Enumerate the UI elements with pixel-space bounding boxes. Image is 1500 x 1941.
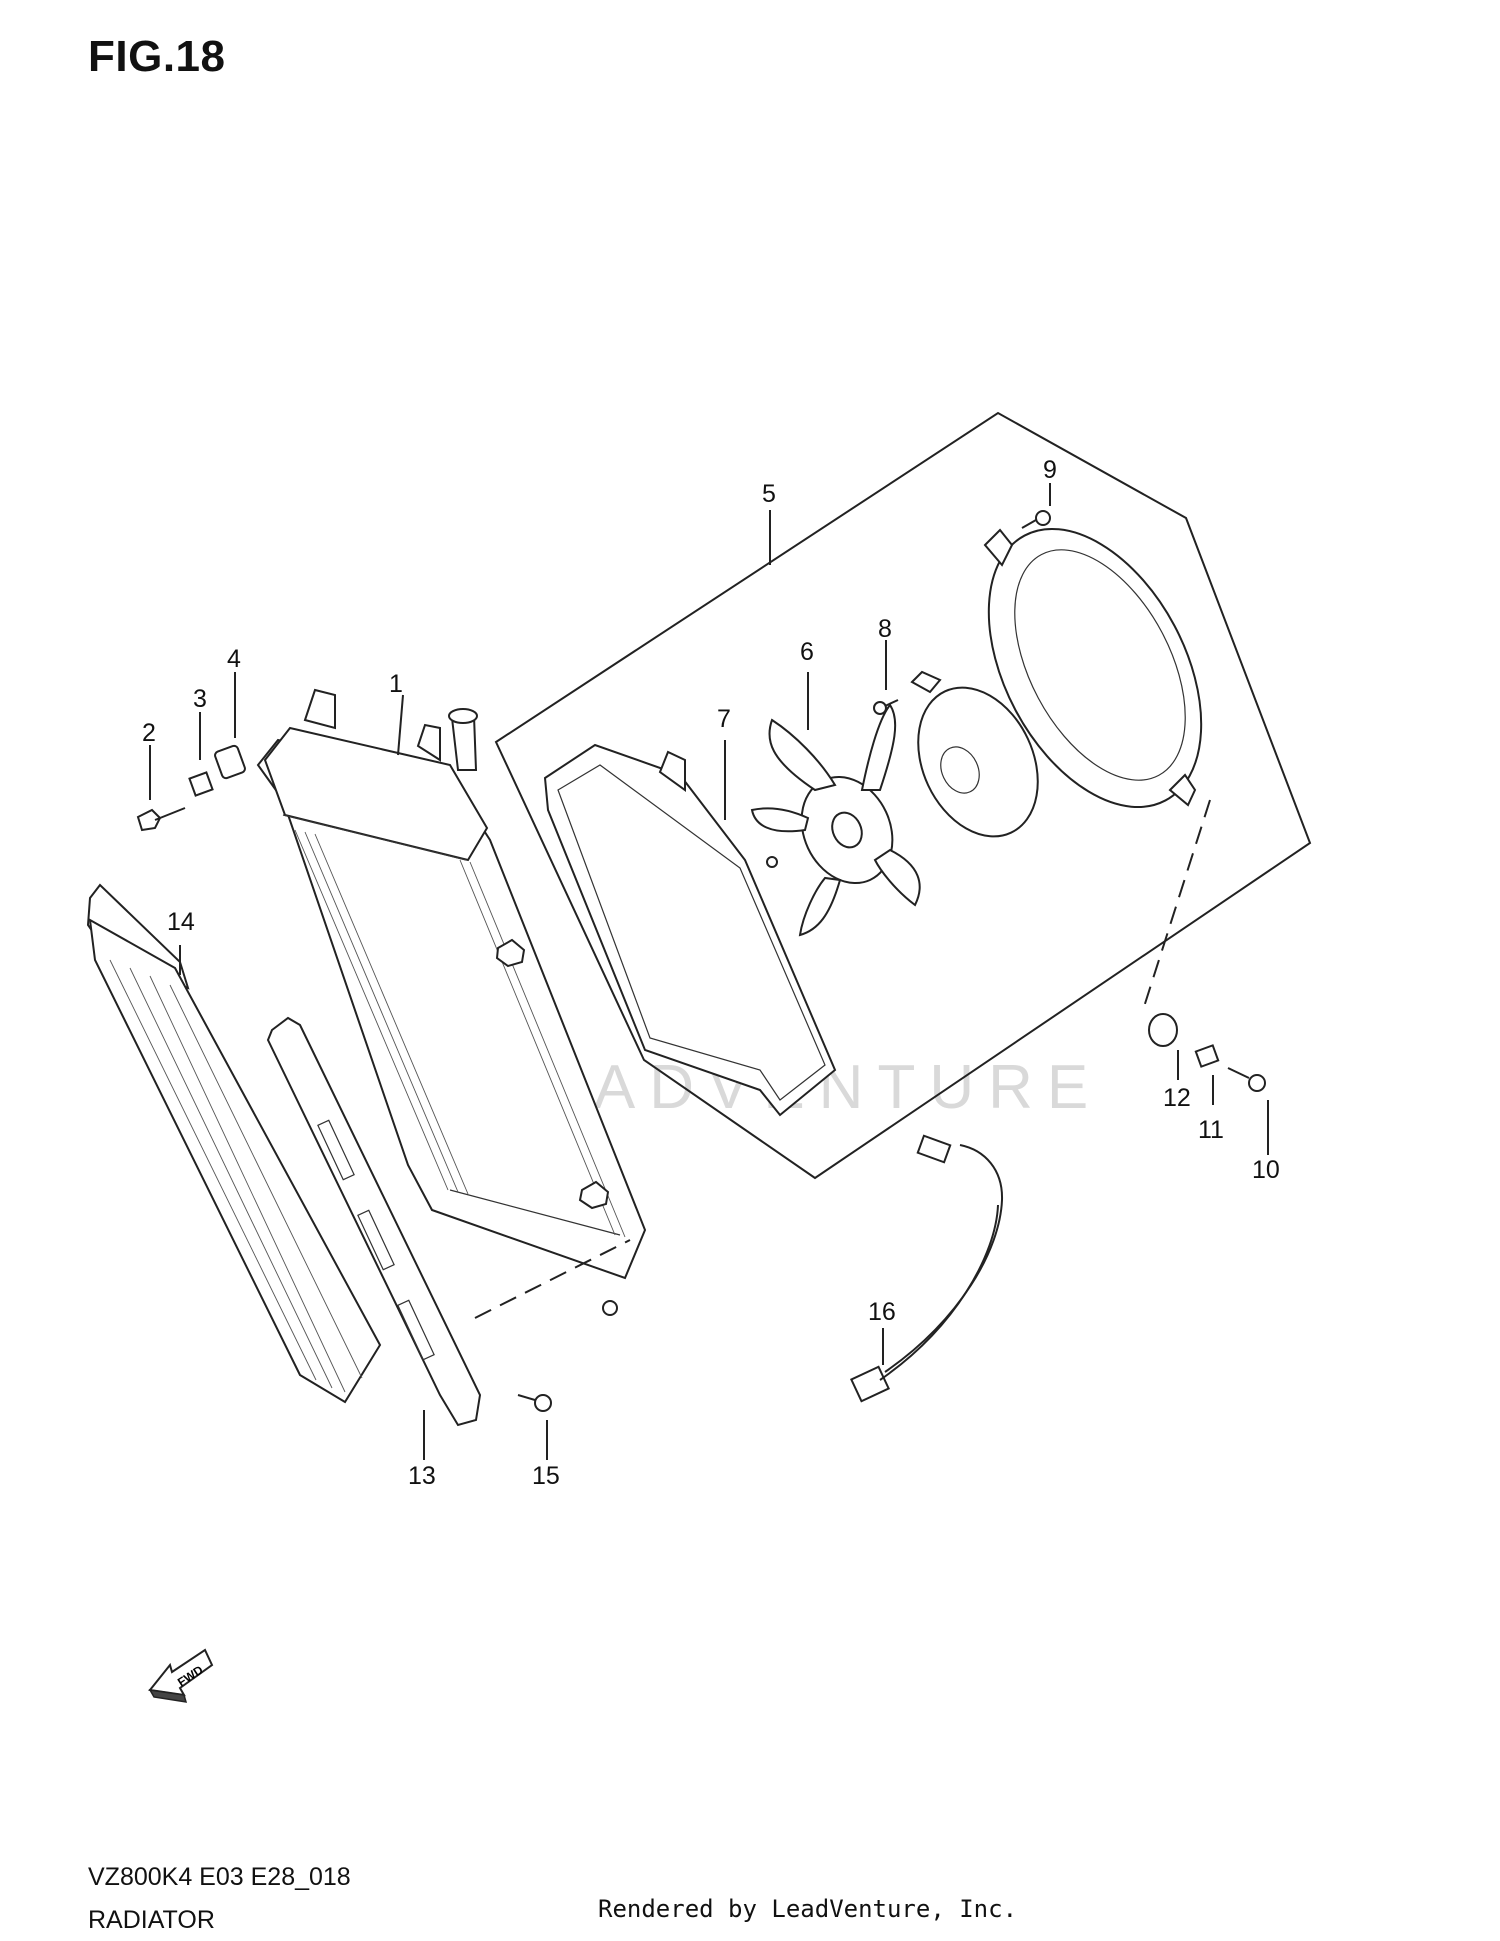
fan-motor[interactable]	[895, 668, 1061, 856]
callout-13: 13	[408, 1462, 436, 1490]
callout-2: 2	[142, 719, 156, 747]
callout-1: 1	[389, 670, 403, 698]
callout-9: 9	[1043, 456, 1057, 484]
screw-9[interactable]	[1021, 510, 1051, 529]
radiator-side-bracket[interactable]	[266, 1016, 482, 1427]
callout-16: 16	[868, 1298, 896, 1326]
collar-11[interactable]	[1194, 1044, 1220, 1068]
callout-5: 5	[762, 480, 776, 508]
fan-shroud[interactable]	[543, 743, 837, 1117]
grommet-12[interactable]	[1148, 1013, 1178, 1047]
callout-3: 3	[193, 685, 207, 713]
callout-4: 4	[227, 645, 241, 673]
callout-11: 11	[1198, 1116, 1224, 1144]
radiator-fins	[294, 829, 626, 1238]
screw-15[interactable]	[517, 1394, 552, 1412]
radiator-guard[interactable]	[86, 883, 382, 1404]
callout-7: 7	[717, 705, 731, 733]
bolt-10[interactable]	[1227, 1067, 1266, 1092]
callout-labels: 1 2 3 4 5 6 7 8 9 10 11 12 13 14 15 16	[142, 456, 1280, 1490]
callout-14: 14	[167, 908, 195, 936]
leader-lines	[149, 483, 1269, 1460]
callout-12: 12	[1163, 1084, 1191, 1112]
callout-10: 10	[1252, 1156, 1280, 1184]
thermo-switch-16[interactable]	[850, 1134, 1004, 1403]
guard-mesh	[109, 959, 363, 1393]
grommet-4[interactable]	[214, 744, 246, 780]
callout-6: 6	[800, 638, 814, 666]
fan-housing-ring[interactable]	[945, 493, 1245, 842]
callout-15: 15	[532, 1462, 560, 1490]
screw-8[interactable]	[873, 699, 899, 715]
fan-assembly-boundary	[494, 411, 1312, 1180]
callout-8: 8	[878, 615, 892, 643]
model-code: VZ800K4 E03 E28_018	[88, 1863, 351, 1891]
section-name: RADIATOR	[88, 1906, 215, 1934]
screw-7[interactable]	[766, 856, 778, 868]
radiator-core[interactable]	[256, 688, 647, 1316]
fwd-arrow-icon: FWD	[148, 1648, 214, 1703]
figure-title: FIG.18	[88, 32, 226, 81]
collar-3[interactable]	[188, 771, 214, 797]
fan-blade[interactable]	[750, 703, 921, 937]
bolt-2[interactable]	[136, 807, 186, 832]
render-credit: Rendered by LeadVenture, Inc.	[598, 1895, 1018, 1923]
